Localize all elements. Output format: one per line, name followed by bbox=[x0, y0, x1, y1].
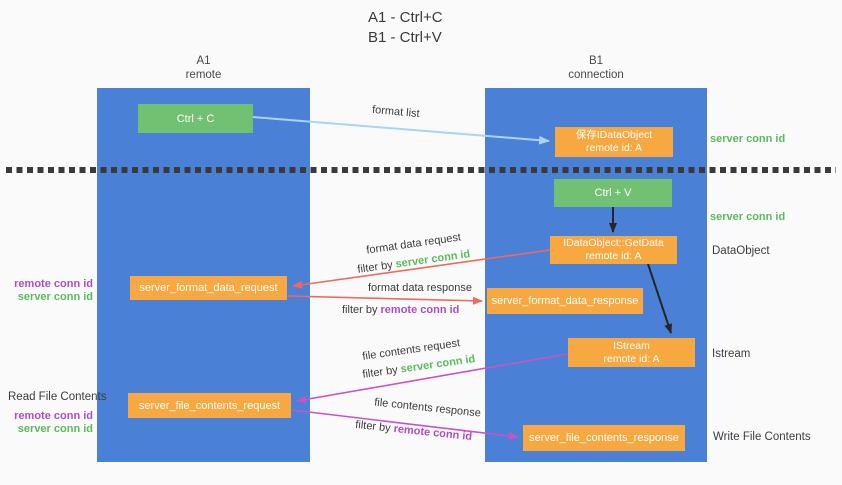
node-getdata-line1: IDataObject::GetData bbox=[563, 237, 664, 249]
node-server-file-contents-request: server_file_contents_request bbox=[128, 393, 291, 418]
node-server-format-data-response-label: server_format_data_response bbox=[491, 295, 639, 307]
getdata-to-istream-arrow bbox=[647, 263, 672, 334]
lane-a1-role: remote bbox=[185, 69, 222, 81]
lane-a1-name: A1 bbox=[196, 55, 211, 67]
lane-header-b1: B1 connection bbox=[485, 54, 707, 82]
node-ctrl-v-label: Ctrl + V bbox=[594, 187, 632, 199]
file-contents-response-arrow bbox=[291, 409, 519, 440]
node-istream-line2: remote id: A bbox=[603, 352, 660, 365]
node-save-dataobject-line2: remote id: A bbox=[585, 142, 643, 154]
annotation-conn-ids-format: remote conn id server conn id bbox=[0, 278, 93, 304]
machine-boundary-dotted-line bbox=[6, 167, 836, 173]
title-line-1: A1 - Ctrl+C bbox=[368, 9, 443, 26]
annotation-remote-conn-id-2: remote conn id bbox=[14, 410, 93, 422]
label-format-data-response: format data response bbox=[368, 282, 472, 294]
node-istream: IStream remote id: A bbox=[568, 338, 695, 367]
lane-header-a1: A1 remote bbox=[97, 54, 310, 82]
node-ctrl-v: Ctrl + V bbox=[554, 179, 672, 207]
annotation-server-conn-id-1: server conn id bbox=[17, 291, 93, 303]
annotation-istream: Istream bbox=[712, 348, 751, 360]
node-istream-line1: IStream bbox=[613, 339, 650, 352]
annotation-read-file-contents: Read File Contents bbox=[8, 391, 107, 403]
node-save-dataobject: 保存IDataObject remote id: A bbox=[555, 127, 673, 157]
format-list-arrow bbox=[252, 116, 550, 145]
format-data-request-arrow bbox=[292, 249, 551, 289]
node-server-file-contents-request-label: server_file_contents_request bbox=[138, 399, 281, 412]
node-save-dataobject-line1: 保存IDataObject bbox=[575, 129, 653, 141]
node-getdata-line2: remote id: A bbox=[585, 250, 642, 262]
filter-key-remote-conn-id: remote conn id bbox=[380, 304, 460, 316]
node-server-format-data-request: server_format_data_request bbox=[130, 276, 287, 300]
node-server-file-contents-response-label: server_file_contents_response bbox=[529, 432, 679, 444]
lane-b1-role: connection bbox=[568, 69, 624, 81]
annotation-dataobject: DataObject bbox=[712, 245, 770, 257]
annotation-write-file-contents: Write File Contents bbox=[713, 431, 811, 443]
filter-prefix: filter by bbox=[342, 304, 378, 316]
annotation-server-conn-id-2: server conn id bbox=[17, 423, 93, 435]
node-ctrl-c: Ctrl + C bbox=[138, 104, 253, 133]
node-getdata: IDataObject::GetData remote id: A bbox=[550, 236, 677, 264]
lane-b1-name: B1 bbox=[588, 55, 604, 67]
node-server-format-data-request-label: server_format_data_request bbox=[139, 282, 278, 294]
format-data-response-arrow bbox=[287, 295, 483, 305]
annotation-server-conn-id-top: server conn id bbox=[710, 133, 786, 145]
file-contents-request-arrow bbox=[296, 353, 568, 404]
annotation-remote-conn-id-1: remote conn id bbox=[14, 278, 93, 290]
node-server-file-contents-response: server_file_contents_response bbox=[523, 425, 685, 451]
node-ctrl-c-label: Ctrl + C bbox=[176, 112, 215, 125]
node-server-format-data-response: server_format_data_response bbox=[487, 288, 643, 314]
diagram-title: A1 - Ctrl+C B1 - Ctrl+V bbox=[368, 8, 443, 48]
label-format-data-response-filter: filter by remote conn id bbox=[342, 304, 459, 316]
annotation-conn-ids-file: remote conn id server conn id bbox=[0, 410, 93, 436]
title-line-2: B1 - Ctrl+V bbox=[368, 29, 442, 46]
annotation-server-conn-id-mid: server conn id bbox=[710, 211, 786, 223]
